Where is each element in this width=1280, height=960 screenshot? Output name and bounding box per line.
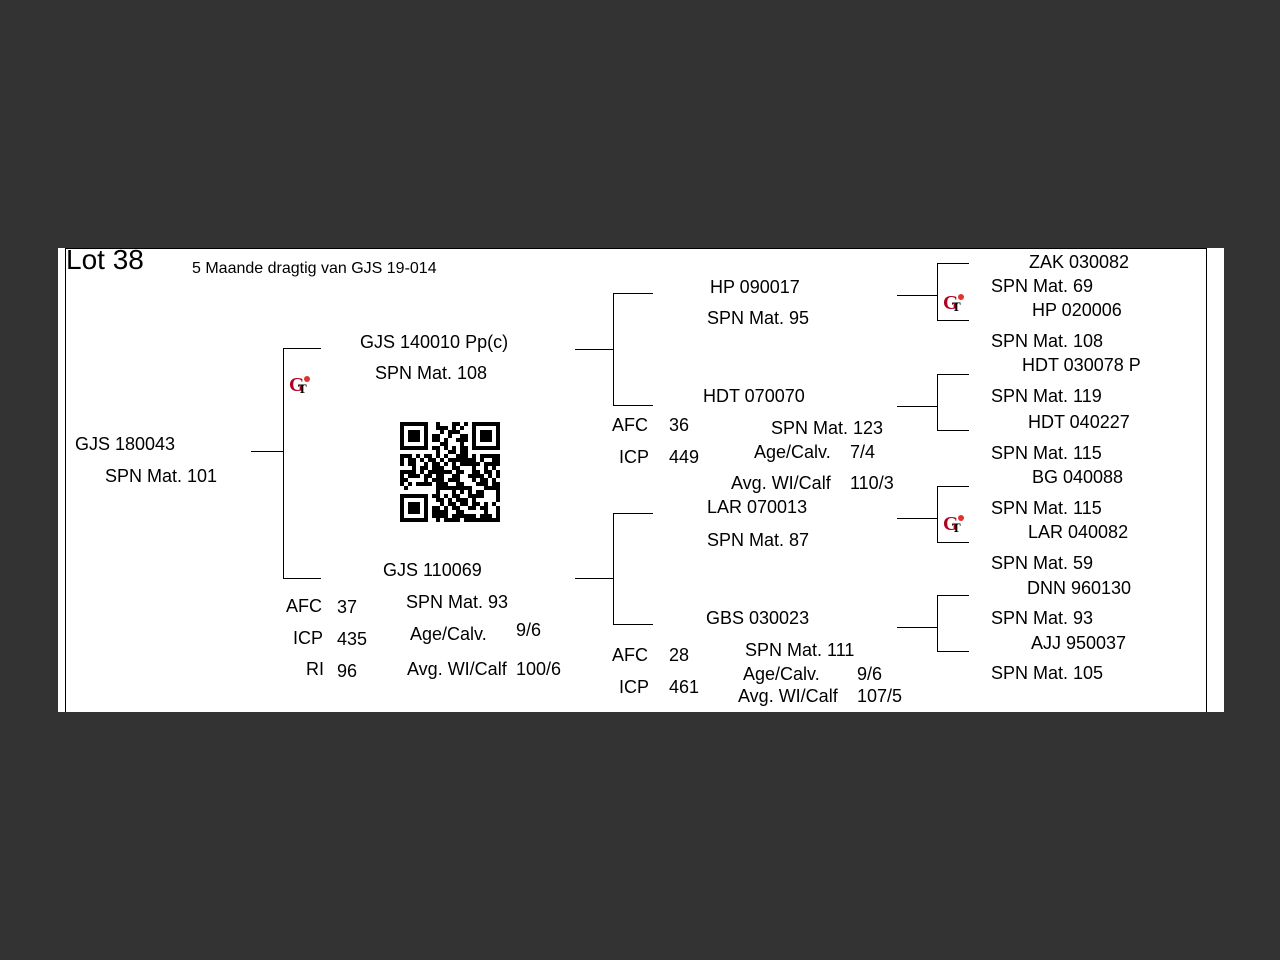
pedigree-sheet: Lot 38 5 Maande dragtig van GJS 19-014 G… xyxy=(58,248,1224,712)
qr-code-icon xyxy=(400,422,500,522)
sheet-border-left xyxy=(65,248,66,712)
gen3-id: DNN 960130 xyxy=(1027,578,1132,598)
connector-line xyxy=(613,293,614,405)
connector-line xyxy=(897,627,937,628)
dd-avgwi-value: 107/5 xyxy=(857,686,903,706)
connector-line xyxy=(937,263,969,264)
sd-avgwi-value: 110/3 xyxy=(850,473,894,493)
connector-line xyxy=(937,542,969,543)
dd-afc-label: AFC xyxy=(612,645,648,665)
connector-line xyxy=(575,578,613,579)
gen3-spn: SPN Mat. 93 xyxy=(991,608,1094,628)
connector-line xyxy=(897,295,937,296)
dd-afc-value: 28 xyxy=(669,645,690,665)
connector-line xyxy=(897,518,937,519)
gen3-id: AJJ 950037 xyxy=(1031,633,1127,653)
ds-spn: SPN Mat. 87 xyxy=(707,530,810,550)
dam-avgwi-label: Avg. WI/Calf xyxy=(407,659,507,679)
connector-line xyxy=(937,595,969,596)
connector-line xyxy=(613,405,653,406)
gen3-id: HDT 040227 xyxy=(1028,412,1130,432)
gen3-spn: SPN Mat. 59 xyxy=(991,553,1094,573)
dam-icp-label: ICP xyxy=(293,628,324,648)
sire-spn: SPN Mat. 108 xyxy=(375,363,488,383)
sheet-border-top xyxy=(65,248,1207,249)
sd-icp-value: 449 xyxy=(669,447,700,467)
connector-line xyxy=(937,374,938,430)
gen3-spn: SPN Mat. 105 xyxy=(991,663,1104,683)
sheet-border-right xyxy=(1206,248,1207,712)
gen3-id: HP 020006 xyxy=(1032,300,1122,320)
gen3-id: ZAK 030082 xyxy=(1029,252,1130,272)
dam-avgwi-value: 100/6 xyxy=(516,659,562,679)
sd-agecalv-label: Age/Calv. xyxy=(754,442,831,462)
dd-agecalv-value: 9/6 xyxy=(857,664,883,684)
sd-icp-label: ICP xyxy=(619,447,650,467)
dam-afc-value: 37 xyxy=(337,597,358,617)
connector-line xyxy=(283,348,321,349)
connector-line xyxy=(937,374,969,375)
connector-line xyxy=(937,651,969,652)
sire-id: GJS 140010 Pp(c) xyxy=(360,332,509,352)
lot-subtitle: 5 Maande dragtig van GJS 19-014 xyxy=(192,260,437,277)
connector-line xyxy=(613,293,653,294)
connector-line xyxy=(937,486,969,487)
connector-line xyxy=(283,348,284,578)
dam-icp-value: 435 xyxy=(337,629,368,649)
connector-line xyxy=(937,430,969,431)
dd-icp-label: ICP xyxy=(619,677,650,697)
connector-line xyxy=(613,513,653,514)
lot-title: Lot 38 xyxy=(66,248,144,275)
sd-afc-value: 36 xyxy=(669,415,690,435)
ss-id: HP 090017 xyxy=(710,277,800,297)
gen3-spn: SPN Mat. 69 xyxy=(991,276,1094,296)
dd-spn: SPN Mat. 111 xyxy=(745,640,855,660)
dam-agecalv-label: Age/Calv. xyxy=(410,624,487,644)
dam-id: GJS 110069 xyxy=(383,560,482,580)
connector-line xyxy=(251,451,283,452)
dam-ri-label: RI xyxy=(306,659,324,679)
dd-icp-value: 461 xyxy=(669,677,700,697)
gen3-id: HDT 030078 P xyxy=(1022,355,1141,375)
sd-id: HDT 070070 xyxy=(703,386,805,406)
connector-line xyxy=(937,486,938,542)
dd-avgwi-label: Avg. WI/Calf xyxy=(738,686,838,706)
connector-line xyxy=(937,263,938,320)
connector-line xyxy=(575,349,613,350)
animal-spn: SPN Mat. 101 xyxy=(105,466,218,486)
dam-ri-value: 96 xyxy=(337,661,358,681)
dam-spn: SPN Mat. 93 xyxy=(406,592,509,612)
connector-line xyxy=(613,513,614,624)
gen3-spn: SPN Mat. 119 xyxy=(991,386,1102,406)
sd-afc-label: AFC xyxy=(612,415,648,435)
gen3-spn: SPN Mat. 115 xyxy=(991,498,1102,518)
dam-agecalv-value: 9/6 xyxy=(516,620,542,640)
sd-avgwi-label: Avg. WI/Calf xyxy=(731,473,831,493)
ds-id: LAR 070013 xyxy=(707,497,808,517)
connector-line xyxy=(897,406,937,407)
gen3-id: BG 040088 xyxy=(1032,467,1124,487)
animal-id: GJS 180043 xyxy=(75,434,176,454)
dam-afc-label: AFC xyxy=(286,596,322,616)
ss-spn: SPN Mat. 95 xyxy=(707,308,810,328)
connector-line xyxy=(937,595,938,651)
gen3-id: LAR 040082 xyxy=(1028,522,1129,542)
dd-id: GBS 030023 xyxy=(706,608,810,628)
connector-line xyxy=(283,578,321,579)
connector-line xyxy=(937,320,969,321)
connector-line xyxy=(613,624,653,625)
sd-spn: SPN Mat. 123 xyxy=(771,418,884,438)
dd-agecalv-label: Age/Calv. xyxy=(743,664,820,684)
sd-agecalv-value: 7/4 xyxy=(850,442,876,462)
gen3-spn: SPN Mat. 115 xyxy=(991,443,1102,463)
gen3-spn: SPN Mat. 108 xyxy=(991,331,1104,351)
